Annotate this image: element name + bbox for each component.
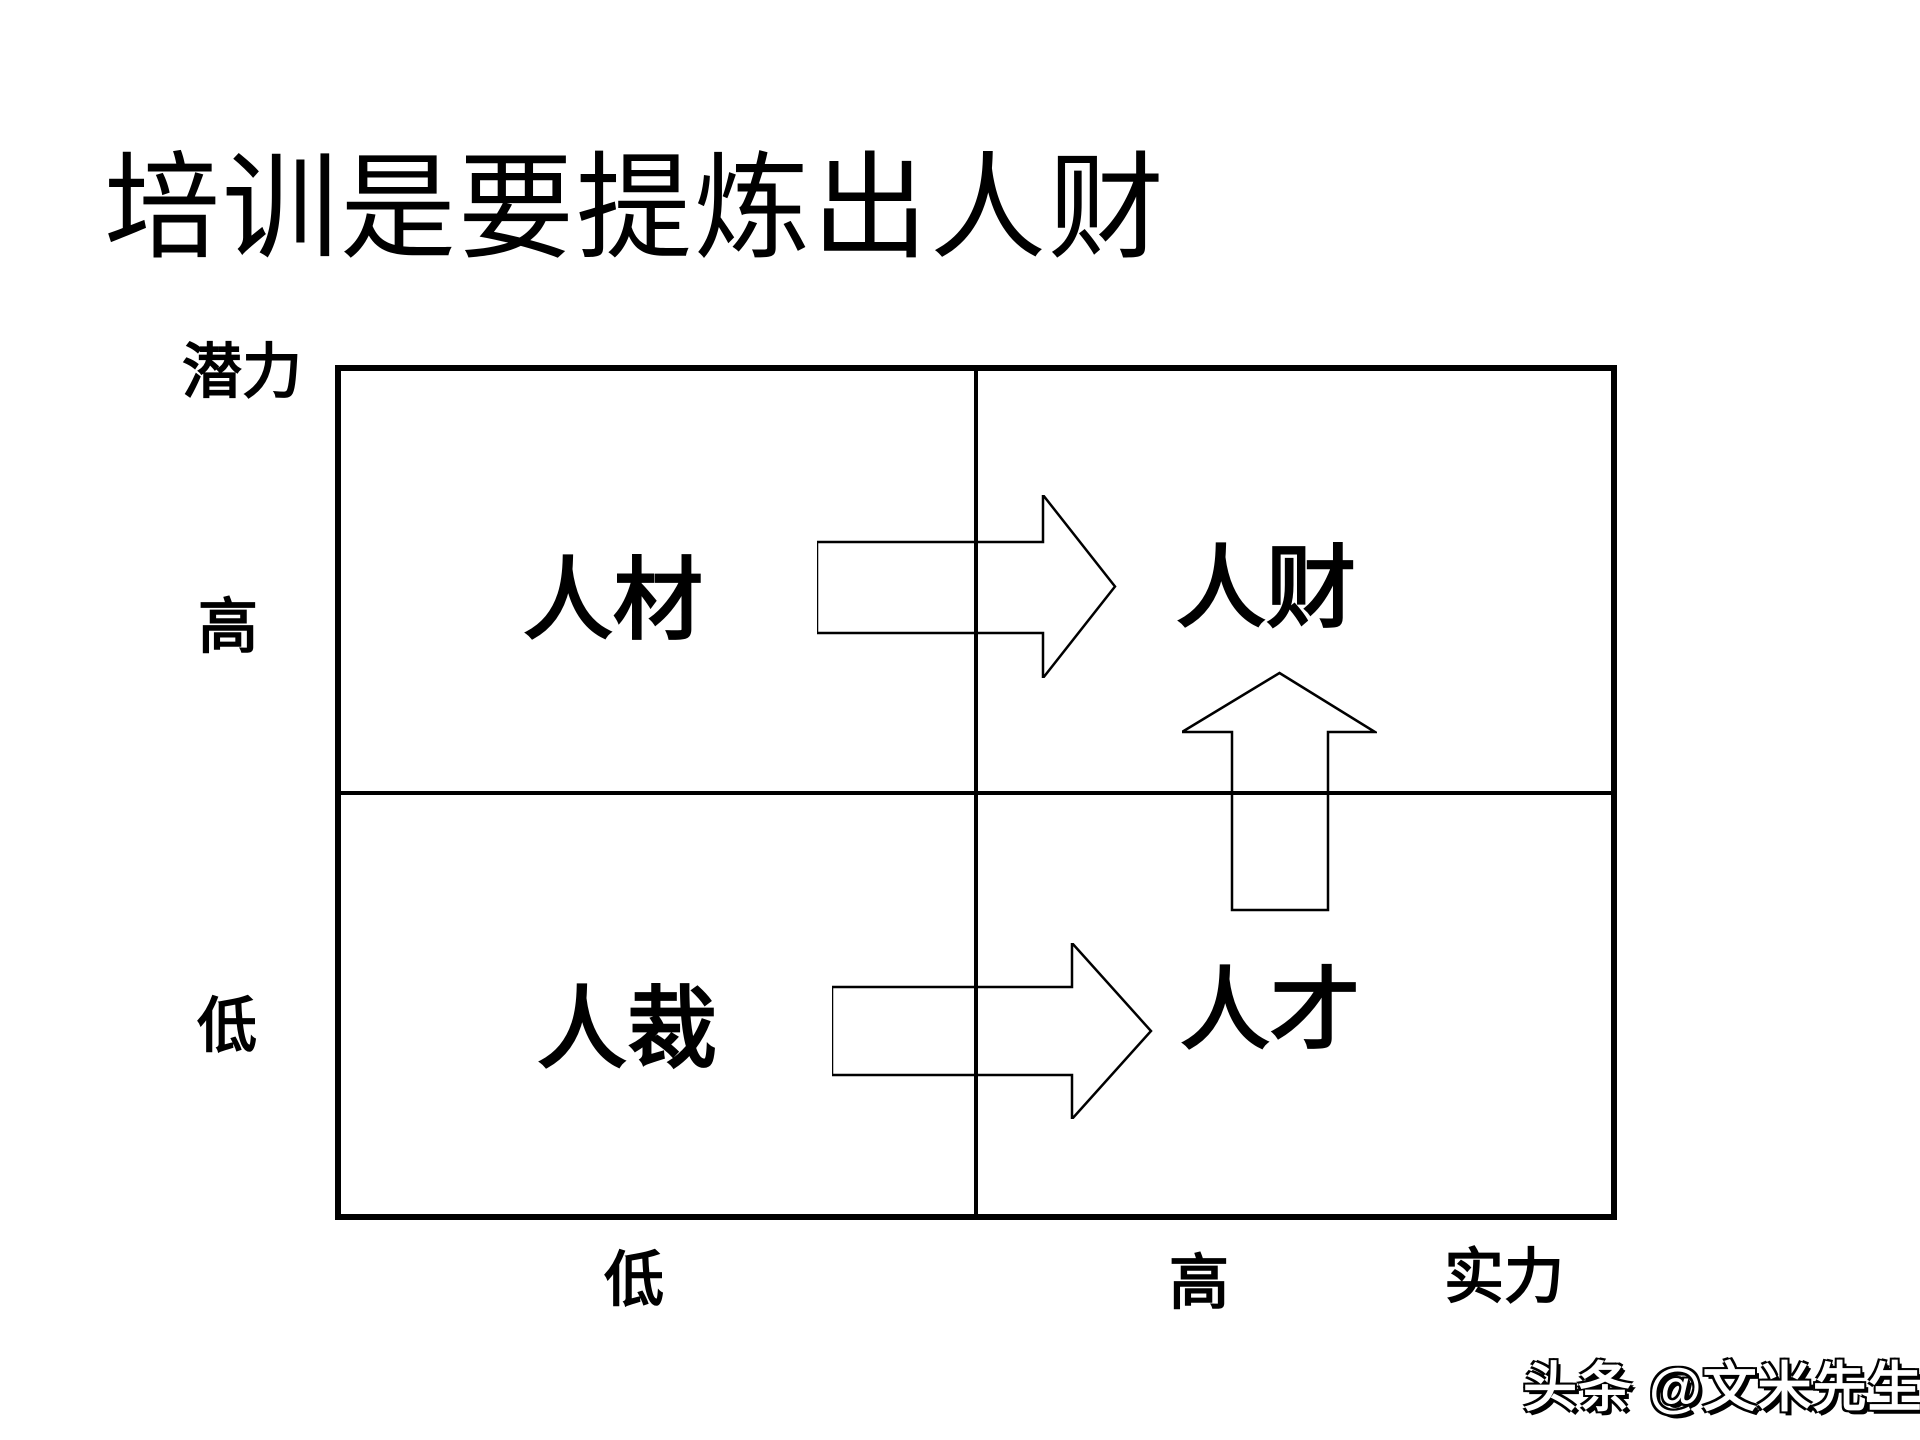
x-axis-high-label: 高 bbox=[1169, 1250, 1229, 1317]
matrix-frame bbox=[335, 365, 1617, 1220]
quadrant-bottom-right-label: 人才 bbox=[1180, 962, 1360, 1061]
matrix-horizontal-divider bbox=[341, 790, 1611, 795]
arrow-up-icon bbox=[1182, 671, 1377, 912]
x-axis-low-label: 低 bbox=[604, 1247, 664, 1314]
slide-title: 培训是要提炼出人财 bbox=[104, 146, 1166, 274]
watermark: 头条 @文米先生 bbox=[1523, 1358, 1920, 1418]
arrow-right-top-icon bbox=[817, 495, 1117, 678]
y-axis-high-label: 高 bbox=[198, 594, 258, 661]
x-axis-name: 实力 bbox=[1444, 1244, 1564, 1311]
quadrant-bottom-left-label: 人裁 bbox=[537, 981, 717, 1080]
quadrant-top-left-label: 人材 bbox=[523, 552, 703, 651]
quadrant-top-right-label: 人财 bbox=[1176, 540, 1356, 639]
arrow-right-bottom-icon bbox=[832, 943, 1153, 1119]
y-axis-low-label: 低 bbox=[197, 993, 257, 1060]
y-axis-name: 潜力 bbox=[182, 339, 302, 406]
